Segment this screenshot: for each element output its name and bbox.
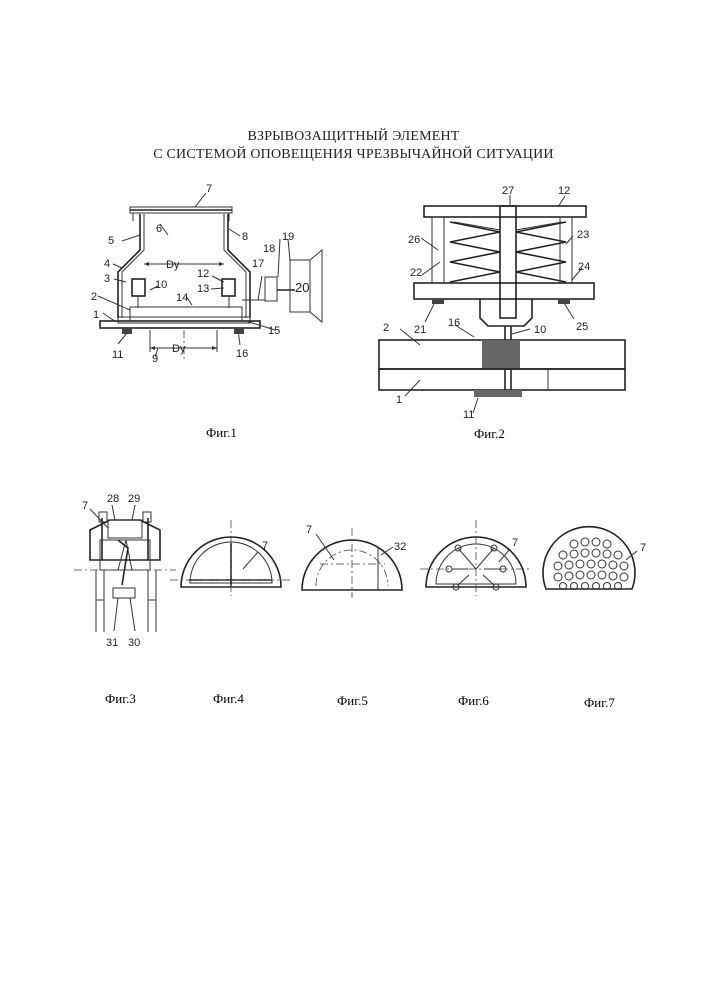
fig1-label-18: 18 bbox=[263, 243, 275, 255]
fig5-label-7: 7 bbox=[306, 524, 312, 536]
fig2-label-26: 26 bbox=[408, 234, 420, 246]
fig1-dy-lower: Dy bbox=[172, 343, 186, 355]
fig2-part-11 bbox=[474, 390, 522, 397]
fig2-label-11: 11 bbox=[463, 409, 474, 421]
fig3-label-30: 30 bbox=[128, 637, 140, 649]
fig1-label-13: 13 bbox=[197, 283, 209, 295]
fig1-caption: Фиг.1 bbox=[206, 425, 237, 440]
fig1-label-6: 6 bbox=[156, 223, 162, 235]
fig2-base-plate bbox=[414, 283, 594, 299]
fig1-label-16: 16 bbox=[236, 348, 248, 360]
fig7-holes bbox=[554, 538, 628, 590]
fig1-label-5: 5 bbox=[108, 235, 114, 247]
figure-3: 7 28 29 31 30 Фиг.3 bbox=[74, 493, 176, 706]
fig1-label-7: 7 bbox=[206, 183, 212, 195]
figure-4: 7 Фиг.4 bbox=[170, 520, 292, 706]
fig7-caption: Фиг.7 bbox=[584, 695, 615, 710]
fig1-membrane bbox=[130, 307, 242, 321]
fig1-label-12: 12 bbox=[197, 268, 209, 280]
fig1-label-9: 9 bbox=[152, 353, 158, 365]
figure-2: 27 12 26 23 22 24 21 25 16 10 2 1 11 Фиг… bbox=[379, 185, 625, 441]
fig1-label-8: 8 bbox=[242, 231, 248, 243]
fig2-layer-1 bbox=[379, 369, 625, 390]
fig4-label-7: 7 bbox=[262, 540, 268, 552]
fig1-label-19: 19 bbox=[282, 231, 294, 243]
fig6-label-7: 7 bbox=[512, 537, 518, 549]
fig5-label-32: 32 bbox=[394, 541, 406, 553]
fig2-label-2: 2 bbox=[383, 322, 389, 334]
figure-7: 7 Фиг.7 bbox=[543, 527, 646, 710]
fig2-label-23: 23 bbox=[577, 229, 589, 241]
fig1-label-11: 11 bbox=[112, 349, 123, 361]
fig1-block-18 bbox=[265, 277, 277, 301]
fig4-caption: Фиг.4 bbox=[213, 691, 244, 706]
fig1-label-14: 14 bbox=[176, 292, 188, 304]
fig1-label-4: 4 bbox=[104, 258, 110, 270]
fig2-label-10: 10 bbox=[534, 324, 546, 336]
fig3-label-31: 31 bbox=[106, 637, 118, 649]
fig3-label-29: 29 bbox=[128, 493, 140, 505]
fig3-label-7: 7 bbox=[82, 500, 88, 512]
fig5-caption: Фиг.5 bbox=[337, 693, 368, 708]
fig1-base-flange bbox=[100, 321, 260, 328]
fig1-box-10 bbox=[132, 279, 145, 296]
fig2-label-12: 12 bbox=[558, 185, 570, 197]
fig2-label-21: 21 bbox=[414, 324, 426, 336]
fig2-rod bbox=[500, 206, 516, 318]
fig3-caption: Фиг.3 bbox=[105, 691, 136, 706]
fig2-insert-16 bbox=[482, 340, 520, 369]
fig2-label-22: 22 bbox=[410, 267, 422, 279]
fig1-label-17: 17 bbox=[252, 258, 264, 270]
fig6-slots bbox=[446, 545, 506, 590]
fig3-label-28: 28 bbox=[107, 493, 119, 505]
fig1-label-20: 20 bbox=[295, 280, 309, 295]
fig7-label-7: 7 bbox=[640, 542, 646, 554]
figure-5: 7 32 Фиг.5 bbox=[302, 524, 406, 708]
fig6-caption: Фиг.6 bbox=[458, 693, 489, 708]
fig1-label-2: 2 bbox=[91, 291, 97, 303]
fig1-label-10: 10 bbox=[155, 279, 167, 291]
fig2-label-25: 25 bbox=[576, 321, 588, 333]
fig1-dy-upper: Dy bbox=[166, 259, 180, 271]
fig2-top-plate bbox=[424, 206, 586, 217]
fig2-springs bbox=[450, 222, 566, 282]
fig2-label-16: 16 bbox=[448, 317, 460, 329]
fig1-label-1: 1 bbox=[93, 309, 99, 321]
fig2-label-27: 27 bbox=[502, 185, 514, 197]
figure-1: 7 6 8 5 4 Dy 3 2 10 14 12 13 1 11 9 Dy 1… bbox=[91, 183, 322, 440]
fig2-label-24: 24 bbox=[578, 261, 590, 273]
fig2-label-1: 1 bbox=[396, 394, 402, 406]
figure-6: 7 Фиг.6 bbox=[420, 520, 532, 708]
fig2-caption: Фиг.2 bbox=[474, 426, 505, 441]
fig2-column-right bbox=[560, 217, 572, 283]
fig1-label-15: 15 bbox=[268, 325, 280, 337]
fig1-label-3: 3 bbox=[104, 273, 110, 285]
